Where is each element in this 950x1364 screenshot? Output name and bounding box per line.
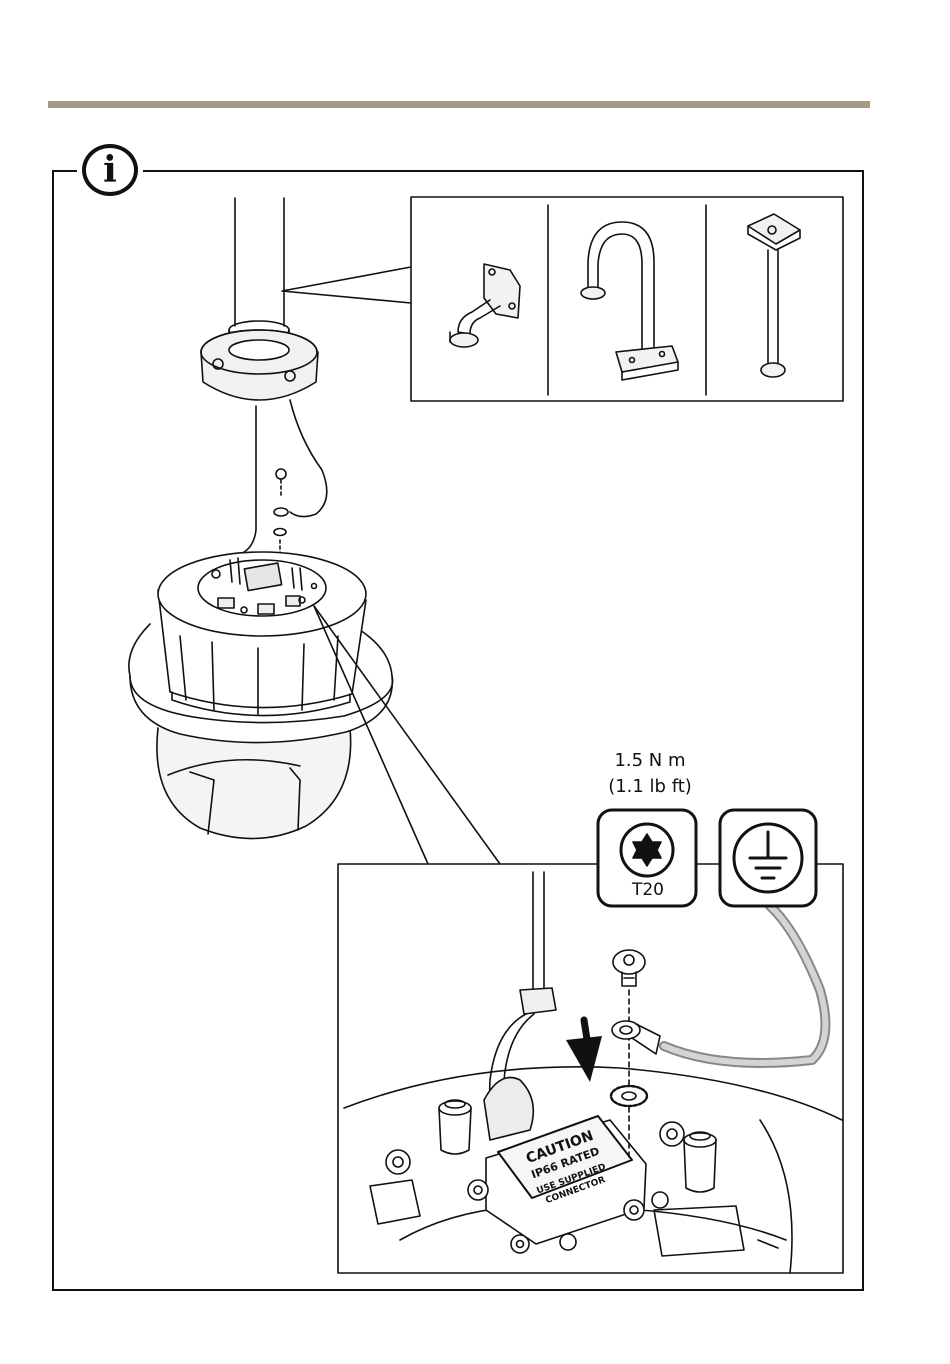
torque-spec: 1.5 N m (1.1 lb ft) <box>560 748 740 800</box>
tool-label: T20 <box>600 880 696 900</box>
detail-panel <box>338 864 843 1273</box>
lock-washer <box>611 1086 647 1106</box>
mount-pole <box>201 198 318 400</box>
callout-wedge-top <box>282 267 411 303</box>
torque-metric: 1.5 N m <box>560 748 740 774</box>
torque-imperial: (1.1 lb ft) <box>560 774 740 800</box>
protective-earth-icon <box>720 810 816 906</box>
